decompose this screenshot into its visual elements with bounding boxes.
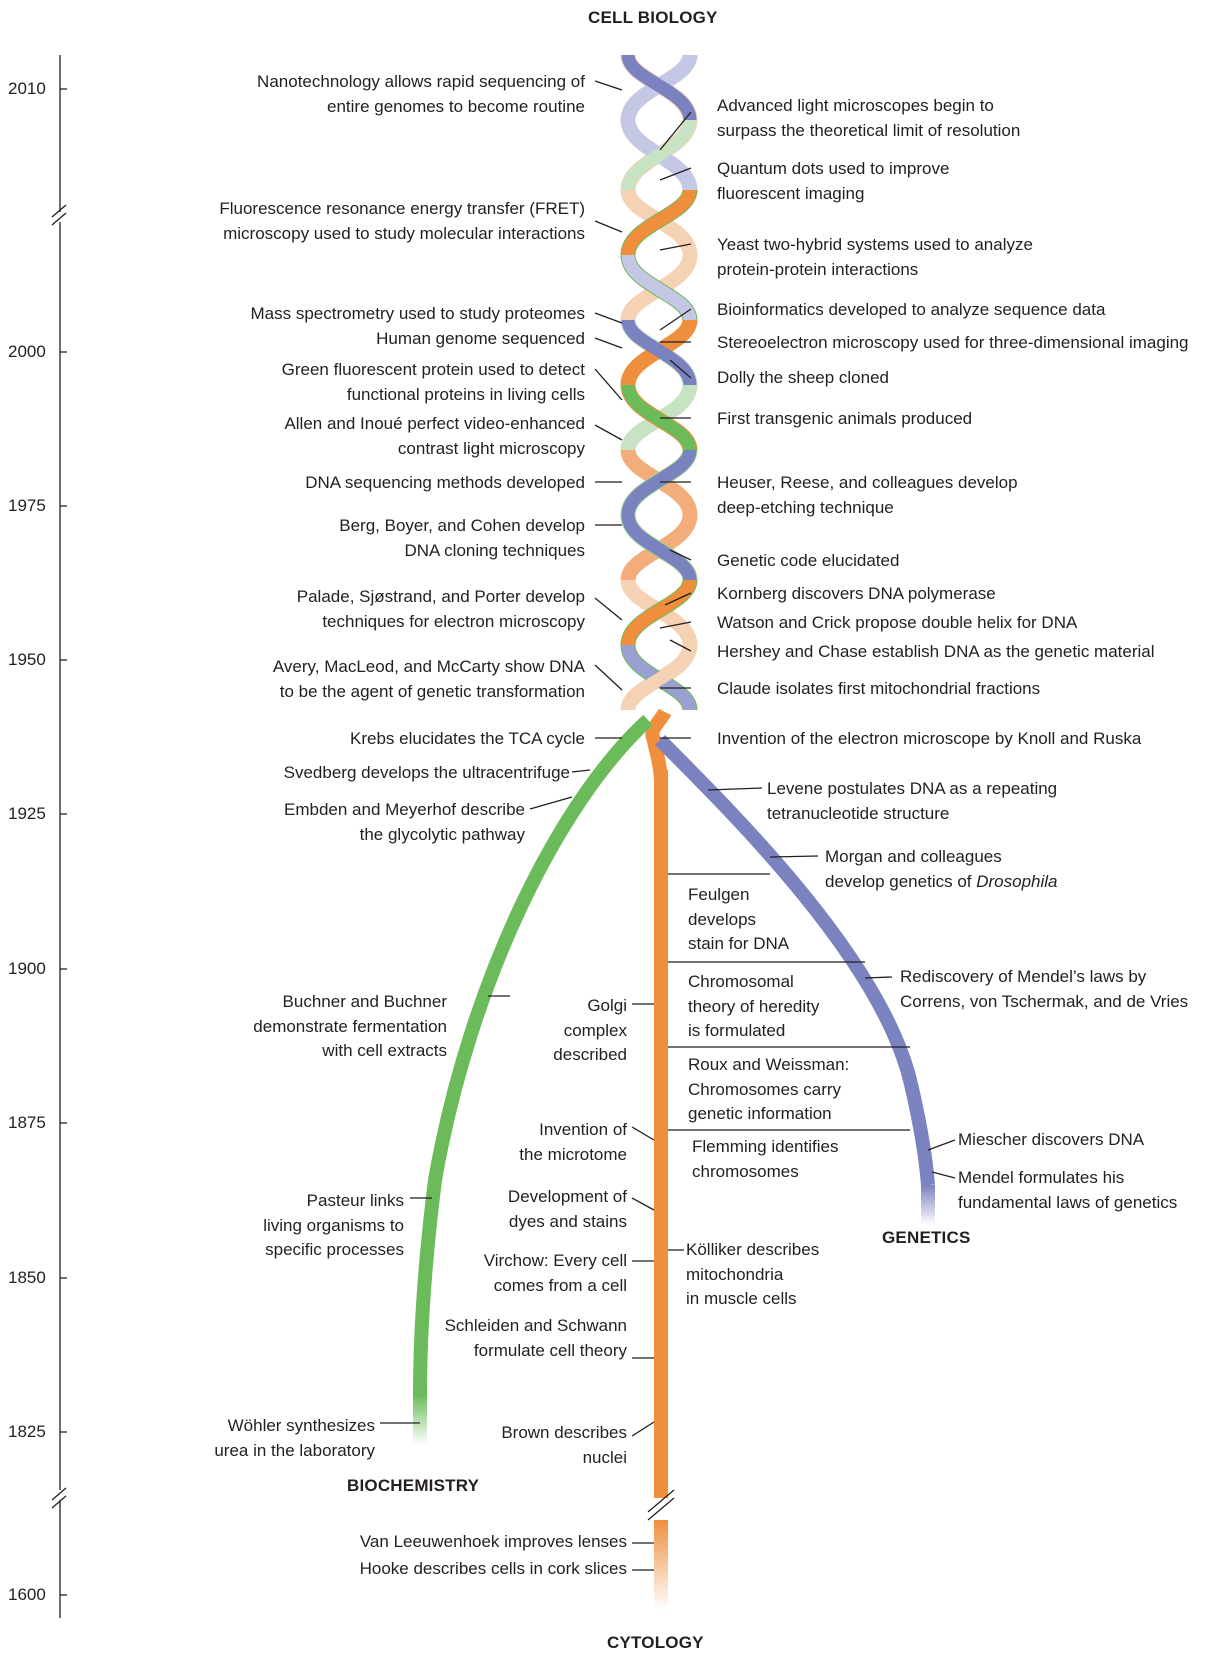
event-label: Yeast two-hybrid systems used to analyze… <box>717 235 1033 279</box>
event-label: Nanotechnology allows rapid sequencing o… <box>257 72 585 116</box>
header-cell-biology: CELL BIOLOGY <box>588 8 718 27</box>
header-biochemistry: BIOCHEMISTRY <box>347 1476 480 1495</box>
event-label: Mass spectrometry used to study proteome… <box>250 304 585 323</box>
event-label: Fluorescence resonance energy transfer (… <box>219 199 585 243</box>
event-label: Hershey and Chase establish DNA as the g… <box>717 642 1155 661</box>
year-label: 1825 <box>8 1422 46 1441</box>
year-label: 1850 <box>8 1268 46 1287</box>
event-label: Bioinformatics developed to analyze sequ… <box>717 300 1106 319</box>
event-label: Green fluorescent protein used to detect… <box>281 360 585 404</box>
year-label: 1900 <box>8 959 46 978</box>
header-genetics: GENETICS <box>882 1228 971 1247</box>
header-cytology: CYTOLOGY <box>607 1633 704 1652</box>
event-label: First transgenic animals produced <box>717 409 973 428</box>
genetics-strand <box>655 735 935 1225</box>
biochemistry-strand <box>413 714 653 1445</box>
event-label: Svedberg develops the ultracentrifuge <box>283 763 570 782</box>
event-label: DNA sequencing methods developed <box>305 473 585 492</box>
year-label: 2000 <box>8 342 46 361</box>
year-axis <box>51 55 67 1618</box>
event-label: Claude isolates first mitochondrial frac… <box>717 679 1041 698</box>
event-label: Watson and Crick propose double helix fo… <box>717 613 1078 632</box>
event-label: Dolly the sheep cloned <box>717 368 890 387</box>
event-label: Genetic code elucidated <box>717 551 900 570</box>
event-label: Human genome sequenced <box>376 329 585 348</box>
year-label: 1600 <box>8 1585 46 1604</box>
event-label: Kornberg discovers DNA polymerase <box>717 584 996 603</box>
year-label: 1975 <box>8 496 46 515</box>
year-label: 2010 <box>8 79 46 98</box>
event-label: Hooke describes cells in cork slices <box>359 1559 627 1578</box>
year-label: 1925 <box>8 804 46 823</box>
year-label: 1875 <box>8 1113 46 1132</box>
event-label: Krebs elucidates the TCA cycle <box>350 729 585 748</box>
helix <box>620 53 698 712</box>
event-label: Invention of the electron microscope by … <box>717 729 1142 748</box>
event-label: Stereoelectron microscopy used for three… <box>717 333 1189 352</box>
cytology-strand <box>645 708 675 1610</box>
event-label: Van Leeuwenhoek improves lenses <box>359 1532 627 1551</box>
year-label: 1950 <box>8 650 46 669</box>
event-label: Miescher discovers DNA <box>958 1130 1145 1149</box>
connector-lines <box>380 80 956 1571</box>
